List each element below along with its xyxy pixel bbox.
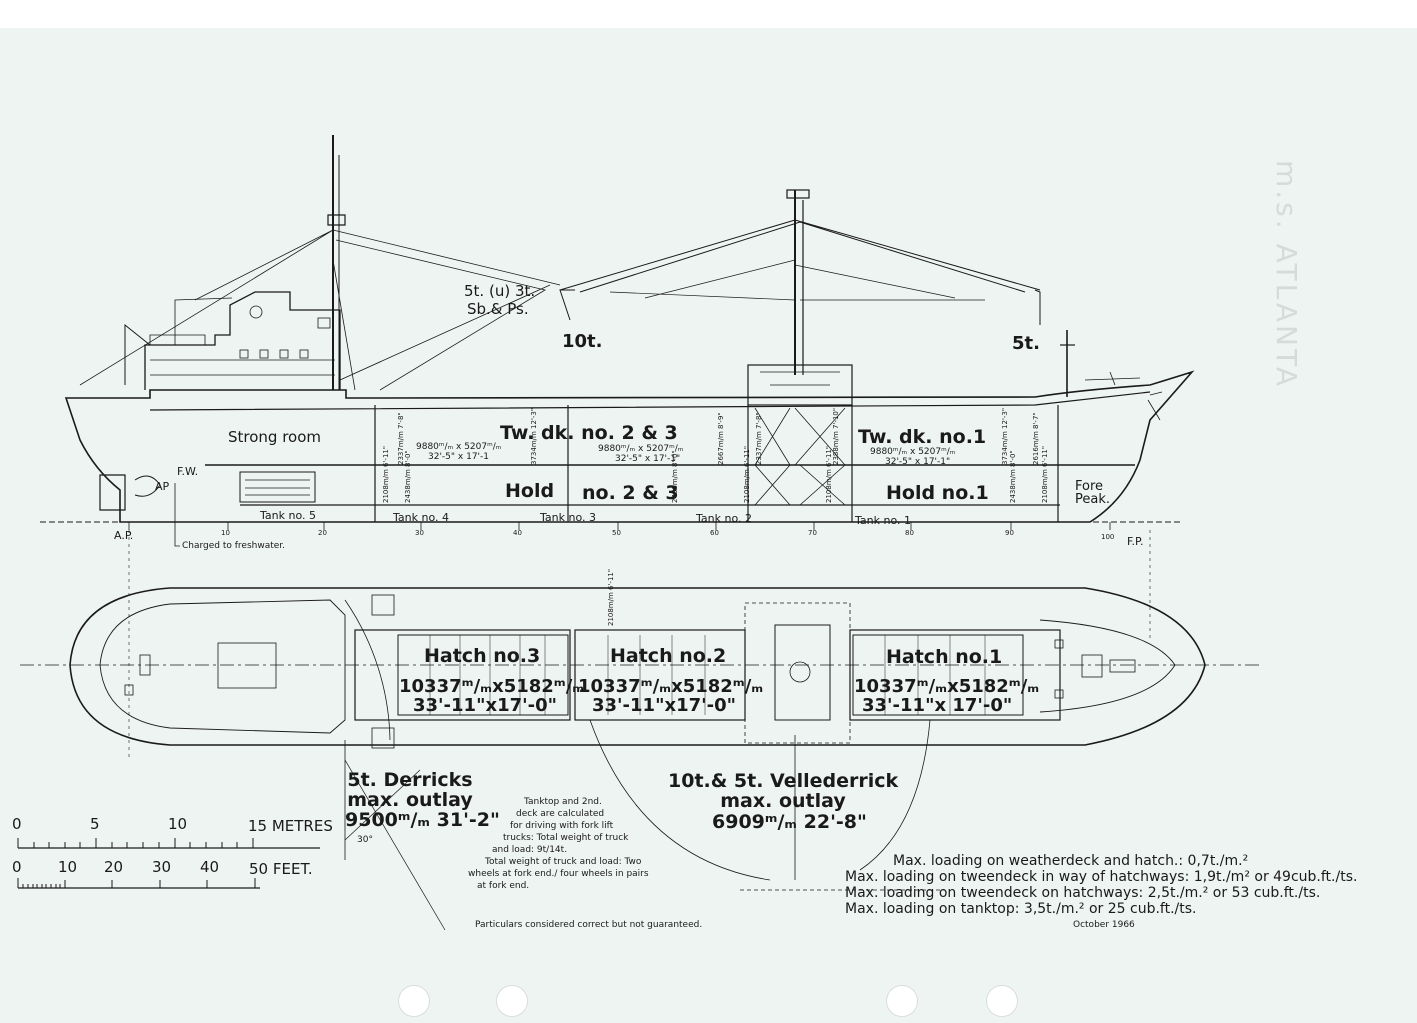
tw23b-dim-metric: 9880ᵐ/ₘ x 5207ᵐ/ₘ [598,444,684,454]
loading-weatherdeck: Max. loading on weatherdeck and hatch.: … [893,853,1249,869]
loading-tweendeck-on: Max. loading on tweendeck on hatchways: … [845,885,1321,901]
tank-5-label: Tank no. 5 [260,509,316,522]
freshwater-note: Charged to freshwater. [182,541,286,551]
strong-room-label: Strong room [228,428,322,446]
fore-peak-label: Fore Peak. [1075,479,1111,507]
scale-ft-50: 50 FEET. [249,860,313,878]
frame-number: 90 [1005,529,1014,537]
height-dim: 2108m/m 6'-11" [743,445,751,503]
frame-number: 70 [808,529,817,537]
main-deck [149,391,1151,411]
tw23-dim-metric: 9880ᵐ/ₘ x 5207ᵐ/ₘ [416,442,502,452]
tanktop-note-line: trucks: Total weight of truck [503,833,629,843]
frame-number: 80 [905,529,914,537]
hatch-2-imperial: 33'-11"x17'-0" [592,695,736,716]
frame-number: 10 [221,529,230,537]
scale-ft-0: 0 [12,858,22,876]
height-dim: 2438m/m 8'-0" [404,450,412,503]
hold-1-label: Hold no.1 [886,482,989,504]
vellederrick-outlay: max. outlay [720,790,846,812]
scale-m-0: 0 [12,815,22,833]
derricks-5t-length: 9500ᵐ/ₘ 31'-2" [345,809,500,831]
scale-m-10: 10 [168,815,188,833]
height-dim: 2616m/m 8'-7" [1032,412,1040,465]
hatch-3-metric: 10337ᵐ/ₘx5182ᵐ/ₘ [399,676,585,697]
height-dim: 2108m/m 6'-11" [1041,445,1049,503]
tank-3-label: Tank no. 3 [540,511,596,524]
hold-23-label-b: no. 2 & 3 [582,482,679,504]
punch-hole [496,985,528,1017]
hatch-2-metric: 10337ᵐ/ₘx5182ᵐ/ₘ [578,676,764,697]
scale-ft-30: 30 [152,858,172,876]
frame-number: 60 [710,529,719,537]
tanktop-note-line: Tanktop and 2nd. [524,797,602,807]
punch-hole [886,985,918,1017]
angle-label: 30° [357,835,373,845]
height-dim: 2337m/m 7'-8" [755,412,763,465]
tw1-dim-metric: 9880ᵐ/ₘ x 5207ᵐ/ₘ [870,447,956,457]
height-dim: 3734m/m 12'-3" [1001,407,1009,465]
fw-label: F.W. [177,465,199,478]
tw23b-dim-imperial: 32'-5" x 17'-1" [615,454,681,464]
tweendeck-1-label: Tw. dk. no.1 [858,426,987,448]
punch-hole [398,985,430,1017]
frame-number: 40 [513,529,522,537]
scale-m-5: 5 [90,815,100,833]
height-dim: 3734m/m 12'-3" [530,407,538,465]
frame-number: 20 [318,529,327,537]
date-note: October 1966 [1073,920,1135,930]
ap-marker: AP [155,480,170,493]
tweendeck-23-label: Tw. dk. no. 2 & 3 [500,422,678,444]
hatch-3-imperial: 33'-11"x17'-0" [413,695,557,716]
hatch-1-metric: 10337ᵐ/ₘx5182ᵐ/ₘ [854,676,1040,697]
ap-label: A.P. [114,529,134,542]
frame-number: 50 [612,529,621,537]
height-dim: 2438m/m 8'-0" [1009,450,1017,503]
gap-dim: 2108m/m 6'-11" [607,568,615,626]
tank-2-label: Tank no. 2 [696,512,752,525]
frame-number: 30 [415,529,424,537]
tanktop-note-line: wheels at fork end./ four wheels in pair… [468,869,649,879]
fp-label: F.P. [1127,535,1144,548]
tanktop-note-line: Total weight of truck and load: Two [485,857,642,867]
height-dim: 2438m/m 8'-0" [671,450,679,503]
loading-tweendeck-way: Max. loading on tweendeck in way of hatc… [845,869,1358,885]
vellederrick-title: 10t.& 5t. Vellederrick [668,770,899,792]
scale-ft-10: 10 [58,858,78,876]
tank-4-label: Tank no. 4 [393,511,449,524]
hatch-1-name: Hatch no.1 [886,646,1003,668]
tw1-dim-imperial: 32'-5" x 17'-1" [885,457,951,467]
tanktop-note-line: and load: 9t/14t. [492,845,568,855]
tanktop-note-line: for driving with fork lift [510,821,614,831]
stamp: m.s. ATLANTA [1270,160,1303,390]
hatch-1-imperial: 33'-11"x 17'-0" [862,695,1013,716]
height-dim: 2667m/m 8'-9" [717,412,725,465]
tanktop-note-line: deck are calculated [516,809,605,819]
aft-derrick-label: 5t. (u) 3t. [464,282,536,300]
aft-derrick-label-2: Sb.& Ps. [467,300,529,318]
hatch-3-name: Hatch no.3 [424,645,541,667]
height-dim: 2388m/m 7'-10" [832,407,840,465]
scale-m-15: 15 METRES [248,817,333,835]
tank-1-label: Tank no. 1 [855,514,911,527]
drawing-sheet [0,28,1417,1023]
height-dim: 2108m/m 6'-11" [825,445,833,503]
particulars-note: Particulars considered correct but not g… [475,920,703,930]
hold-23-label-a: Hold [505,480,555,502]
derrick-10t-label: 10t. [562,331,603,352]
derricks-5t-outlay: max. outlay [347,789,473,811]
punch-hole [986,985,1018,1017]
hatch-2-name: Hatch no.2 [610,645,727,667]
scale-ft-40: 40 [200,858,220,876]
derricks-5t-title: 5t. Derricks [347,769,473,791]
height-dim: 2108m/m 6'-11" [382,445,390,503]
derrick-5t-label: 5t. [1012,333,1040,354]
frame-number: 100 [1101,533,1115,541]
tanktop-note-line: at fork end. [477,881,530,891]
loading-tanktop: Max. loading on tanktop: 3,5t./m.² or 25… [845,901,1197,917]
vellederrick-length: 6909ᵐ/ₘ 22'-8" [712,811,867,833]
scale-ft-20: 20 [104,858,124,876]
tw23-dim-imperial: 32'-5" x 17'-1 [428,452,489,462]
